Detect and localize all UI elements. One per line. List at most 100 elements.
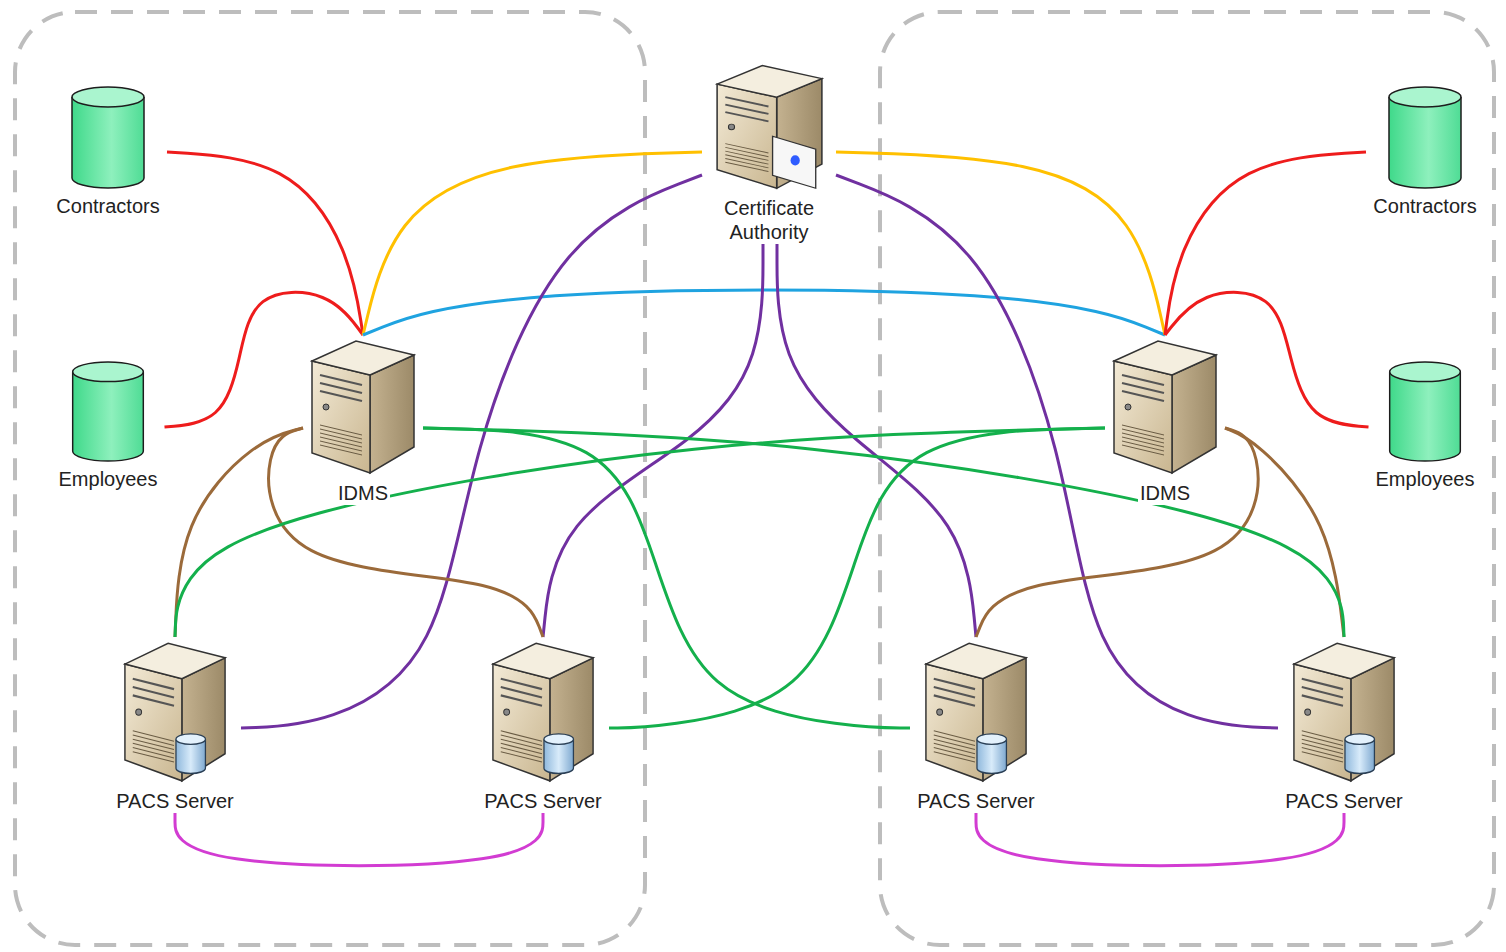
server-top	[1114, 341, 1216, 375]
node-label: PACS Server	[114, 789, 235, 813]
power-led	[728, 124, 734, 130]
connector-line	[269, 428, 543, 637]
database-top	[977, 734, 1006, 744]
node-label: Contractors	[54, 194, 161, 218]
server-front	[926, 664, 983, 781]
node-label: PACS Server	[482, 789, 603, 813]
power-led	[1305, 709, 1311, 715]
server-node: PACS Server	[1278, 637, 1410, 813]
server-node: IDMS	[1105, 335, 1225, 505]
vent-line	[133, 752, 174, 762]
server-front	[493, 664, 550, 781]
drive-slot	[133, 695, 174, 705]
database-top	[1345, 734, 1374, 744]
connector-line	[175, 813, 543, 866]
server-front	[125, 664, 182, 781]
server-icon	[1110, 335, 1220, 477]
server-icon	[922, 637, 1030, 785]
server-node: Certificate Authority	[702, 60, 836, 244]
connector-line	[241, 175, 702, 728]
drive-slot	[934, 695, 975, 705]
server-top	[312, 341, 414, 375]
connector-line	[175, 428, 1105, 637]
database-icon	[1387, 85, 1463, 190]
connector-line	[836, 175, 1278, 728]
server-icon	[1290, 637, 1398, 785]
drive-slot	[1122, 391, 1164, 401]
database-icon	[70, 360, 146, 463]
cylinder-body	[1389, 97, 1461, 188]
connector-line	[976, 813, 1344, 866]
database-node: Contractors	[49, 85, 167, 218]
vent-line	[725, 162, 768, 171]
vent-line	[320, 445, 362, 455]
database-node: Employees	[1369, 360, 1482, 491]
server-top	[717, 66, 822, 98]
node-label: IDMS	[336, 481, 390, 505]
connector-line	[363, 290, 1165, 335]
vent-line	[501, 752, 542, 762]
server-node: PACS Server	[477, 637, 609, 813]
cylinder-top	[72, 87, 144, 107]
drive-slot	[501, 695, 542, 705]
node-label: Employees	[57, 467, 160, 491]
vent-line	[934, 752, 975, 762]
server-node: PACS Server	[109, 637, 241, 813]
certificate-seal	[790, 155, 799, 165]
server-top	[493, 643, 593, 678]
server-top	[125, 643, 225, 678]
connector-line	[976, 428, 1258, 637]
vent-line	[1302, 752, 1343, 762]
power-led	[1125, 404, 1131, 410]
database-node: Employees	[52, 360, 165, 491]
cylinder-top	[73, 362, 144, 382]
drive-slot	[725, 112, 768, 121]
vent-line	[1122, 445, 1164, 455]
region-outline	[15, 12, 645, 945]
server-node: PACS Server	[910, 637, 1042, 813]
connector-line	[1165, 152, 1366, 335]
database-node: Contractors	[1366, 85, 1484, 218]
cylinder-body	[72, 97, 144, 188]
server-icon	[489, 637, 597, 785]
server-front	[1114, 361, 1172, 473]
server-node: IDMS	[303, 335, 423, 505]
power-led	[937, 709, 943, 715]
database-icon	[70, 85, 146, 190]
database-icon	[1387, 360, 1463, 463]
connector-line	[836, 152, 1165, 335]
node-label: Employees	[1374, 467, 1477, 491]
node-label: IDMS	[1138, 481, 1192, 505]
certificate-card	[772, 136, 815, 188]
database-top	[544, 734, 573, 744]
power-led	[504, 709, 510, 715]
server-front	[717, 84, 777, 188]
cylinder-top	[1389, 87, 1461, 107]
server-icon	[121, 637, 229, 785]
cylinder-body	[1390, 372, 1461, 461]
node-label: Contractors	[1371, 194, 1478, 218]
connector-line	[1225, 428, 1344, 637]
server-top	[1294, 643, 1394, 678]
cylinder-top	[1390, 362, 1461, 382]
cylinder-body	[73, 372, 144, 461]
connector-line	[167, 152, 363, 335]
drive-slot	[320, 391, 362, 401]
server-icon	[308, 335, 418, 477]
connector-line	[175, 428, 303, 637]
power-led	[136, 709, 142, 715]
server-icon	[713, 60, 826, 192]
region-outline	[880, 12, 1494, 945]
server-front	[312, 361, 370, 473]
connector-line	[363, 152, 702, 335]
server-front	[1294, 664, 1351, 781]
connector-line	[609, 428, 1105, 728]
connector-line	[423, 428, 1344, 637]
node-label: PACS Server	[915, 789, 1036, 813]
node-label: PACS Server	[1283, 789, 1404, 813]
drive-slot	[1302, 695, 1343, 705]
node-label: Certificate Authority	[707, 196, 831, 244]
power-led	[323, 404, 329, 410]
server-top	[926, 643, 1026, 678]
